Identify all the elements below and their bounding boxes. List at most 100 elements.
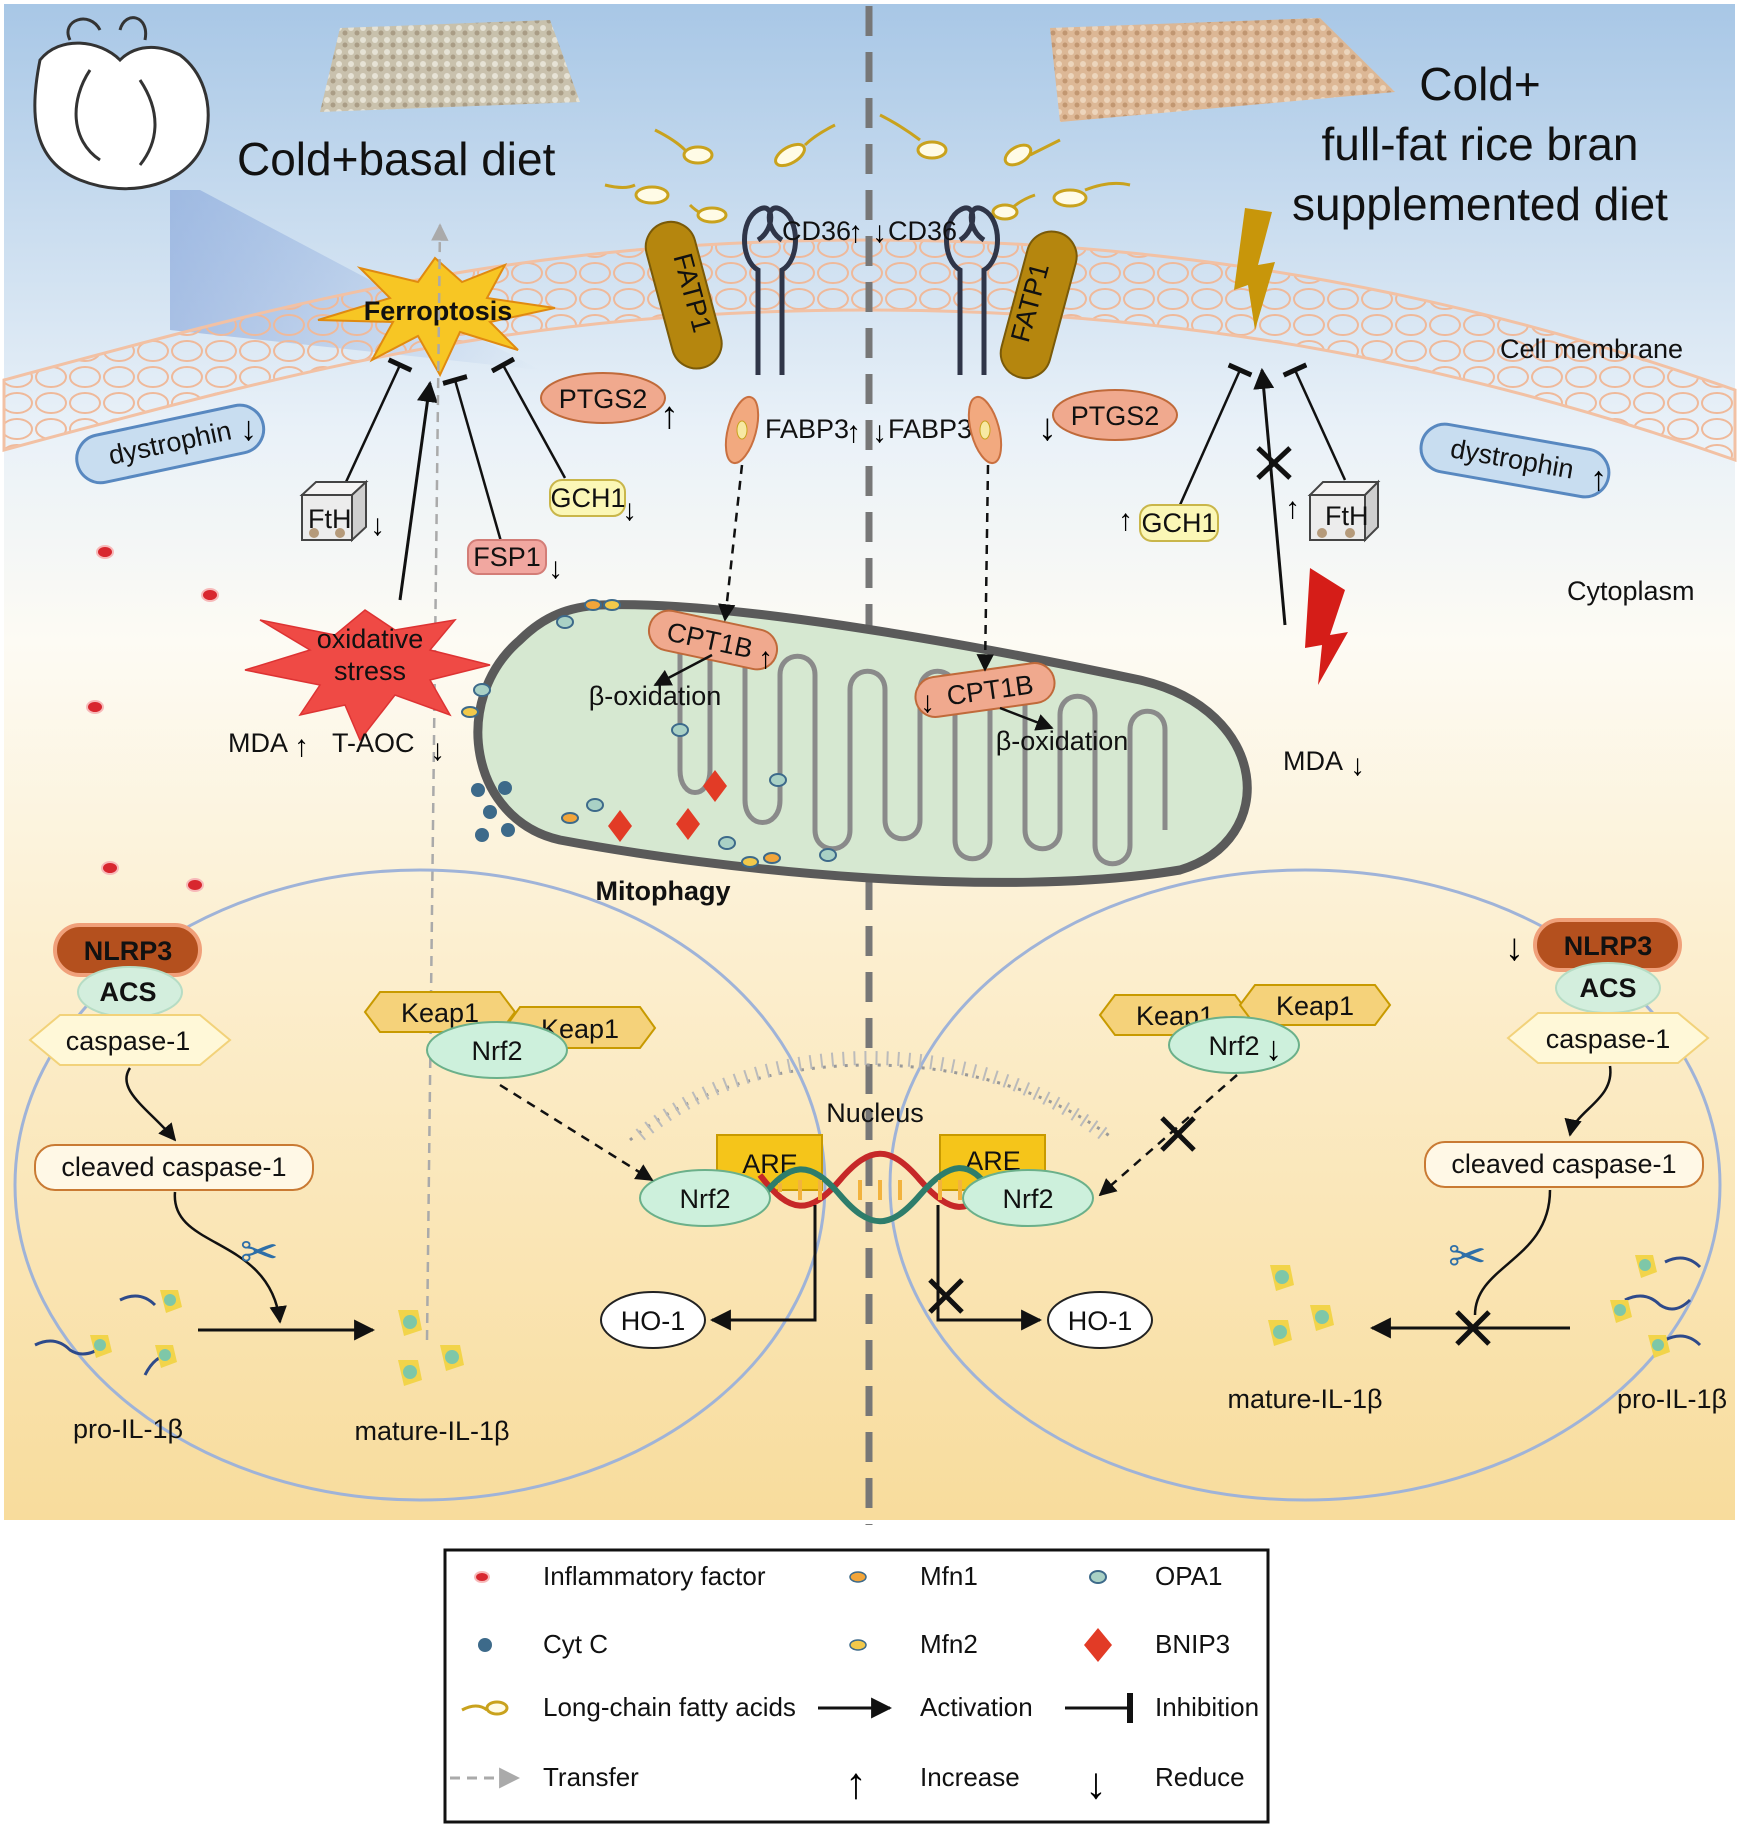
oxidative-stress-label-1: oxidative: [317, 624, 424, 654]
ho1-right-label: HO-1: [1068, 1306, 1133, 1336]
il1b-pro-left-icon: [34, 1290, 182, 1376]
nrf2-cyto-left-label: Nrf2: [471, 1036, 522, 1066]
legend-reduce-icon: ↓: [1085, 1759, 1107, 1808]
fabp3-right-icon: [967, 395, 1003, 465]
legend-transfer-label: Transfer: [543, 1762, 639, 1792]
keap1-left-a: [363, 991, 517, 1033]
legend-cytc-icon: [478, 1638, 492, 1652]
taoc-label: T-AOC: [332, 728, 415, 758]
lightning-red-icon: [1305, 568, 1348, 685]
boxidation-right-label: β-oxidation: [996, 726, 1129, 756]
cytoplasm-label: Cytoplasm: [1567, 576, 1695, 606]
are-right-to-ho1: [936, 1205, 1043, 1331]
activate-blocked-right: [1253, 367, 1287, 626]
mitophagy-label: Mitophagy: [596, 876, 731, 906]
caspase1-right-label: caspase-1: [1546, 1024, 1671, 1054]
pro-il1b-left-label: pro-IL-1β: [73, 1414, 183, 1444]
cd36-channel-left: [742, 205, 798, 375]
nlrp3-right-label: NLRP3: [1564, 931, 1653, 961]
reduce-arrow-mda: ↓: [1350, 749, 1365, 782]
ho1-left-label: HO-1: [621, 1306, 686, 1336]
reduce-arrow-gch1: ↓: [622, 494, 637, 527]
inflammatory-factors: [86, 545, 219, 892]
fatp1-left: FATP1: [644, 220, 723, 370]
block-x-il1b: [1455, 1310, 1491, 1346]
activate-oxstress-ferroptosis: [398, 380, 438, 601]
legend-lcfa-icon: [461, 1700, 509, 1716]
acs-left-label: ACS: [99, 977, 156, 1007]
nlrp3-left-label: NLRP3: [84, 936, 173, 966]
legend-inflammatory-label: Inflammatory factor: [543, 1561, 766, 1591]
increase-arrow-fth: ↑: [1285, 492, 1300, 525]
caspase1-right: [1506, 1012, 1710, 1064]
reduce-arrow-nlrp3: ↓: [1505, 927, 1524, 969]
boxidation-left-label: β-oxidation: [589, 681, 722, 711]
legend-mfn1-label: Mfn1: [920, 1561, 978, 1591]
acs-right-label: ACS: [1579, 973, 1636, 1003]
caspase1-right-to-cleaved: [1564, 1065, 1612, 1137]
title-right-1: Cold+: [1419, 58, 1540, 110]
rice-bran-fullfat-patch: [1050, 18, 1395, 122]
nrf2-cyto-right: [1168, 1016, 1300, 1074]
increase-arrow-cpt1b: ↑: [758, 642, 773, 675]
fth-left-icon: [299, 479, 369, 543]
legend-box: [443, 1548, 1270, 1824]
title-right-2: full-fat rice bran: [1321, 118, 1638, 170]
ptgs2-right-label: PTGS2: [1071, 401, 1160, 431]
inhibit-fsp1-ferroptosis: [442, 374, 504, 546]
keap1-right-b-label: Keap1: [1276, 991, 1354, 1021]
scissors-right-icon: ✂: [1448, 1230, 1487, 1282]
fatp1-right: FATP1: [999, 230, 1078, 380]
cd36-channel-right: [944, 205, 1000, 375]
dna-helix: [757, 1150, 993, 1225]
title-right-3: supplemented diet: [1292, 178, 1668, 230]
legend-bnip3-label: BNIP3: [1155, 1629, 1230, 1659]
nrf2-cyto-right-label: Nrf2: [1208, 1031, 1259, 1061]
are-left-to-ho1: [709, 1205, 817, 1331]
block-x-nrf2: [1160, 1116, 1196, 1152]
ho1-right: [1047, 1291, 1153, 1349]
il1b-mature-left-icon: [398, 1310, 464, 1386]
cytc-cluster: [471, 781, 515, 842]
mature-il1b-left-label: mature-IL-1β: [354, 1416, 509, 1446]
reduce-arrow-fsp1: ↓: [548, 552, 563, 585]
legend-reduce-label: Reduce: [1155, 1762, 1245, 1792]
cell-outline-left: [13, 868, 827, 1502]
inhibit-fth-ferroptosis: [338, 357, 413, 496]
gch1-left-box: [549, 479, 626, 517]
nucleus-label: Nucleus: [826, 1098, 924, 1128]
increase-arrow-dystrophin: ↑: [1590, 460, 1607, 498]
nrf2-nuclear-right: [962, 1169, 1094, 1227]
reduce-arrow-fth: ↓: [370, 509, 385, 542]
increase-arrow-ptgs2: ↑: [660, 395, 679, 437]
increase-arrow-cd36: ↑: [848, 216, 863, 249]
nrf2-left-translocation: [499, 1083, 654, 1182]
gch1-right-box: [1139, 504, 1219, 542]
il1b-pro-right-icon: [1610, 1255, 1702, 1358]
legend-increase-label: Increase: [920, 1762, 1020, 1792]
nrf2-nuclear-left: [639, 1169, 771, 1227]
cpt1b-right: CPT1B: [914, 662, 1056, 718]
reduce-arrow-cd36: ↓: [872, 216, 887, 249]
reduce-arrow-fabp3: ↓: [872, 416, 887, 449]
legend-inflammatory-icon: [474, 1571, 490, 1583]
inhibit-gch1-right: [1178, 362, 1253, 506]
legend-mfn2-label: Mfn2: [920, 1629, 978, 1659]
keap1-left-a-label: Keap1: [401, 998, 479, 1028]
fsp1-label: FSP1: [473, 542, 541, 572]
legend-cytc-label: Cyt C: [543, 1629, 608, 1659]
legend-opa1-icon: [1089, 1570, 1107, 1584]
lightning-gold-icon: [1234, 208, 1275, 330]
caspase1-left-label: caspase-1: [66, 1026, 191, 1056]
legend-increase-icon: ↑: [845, 1759, 867, 1808]
mature-il1b-right-label: mature-IL-1β: [1227, 1384, 1382, 1414]
reduce-arrow-taoc: ↓: [430, 734, 445, 767]
block-x-right-top: [1256, 446, 1292, 480]
fatty-acids: [604, 113, 1131, 224]
fth-right-icon: [1307, 479, 1381, 543]
cleaved-right-to-cleavage: [1473, 1189, 1552, 1316]
cleaved-caspase1-right: [1424, 1141, 1704, 1188]
reduce-arrow-nrf2: ↓: [1265, 1030, 1282, 1068]
